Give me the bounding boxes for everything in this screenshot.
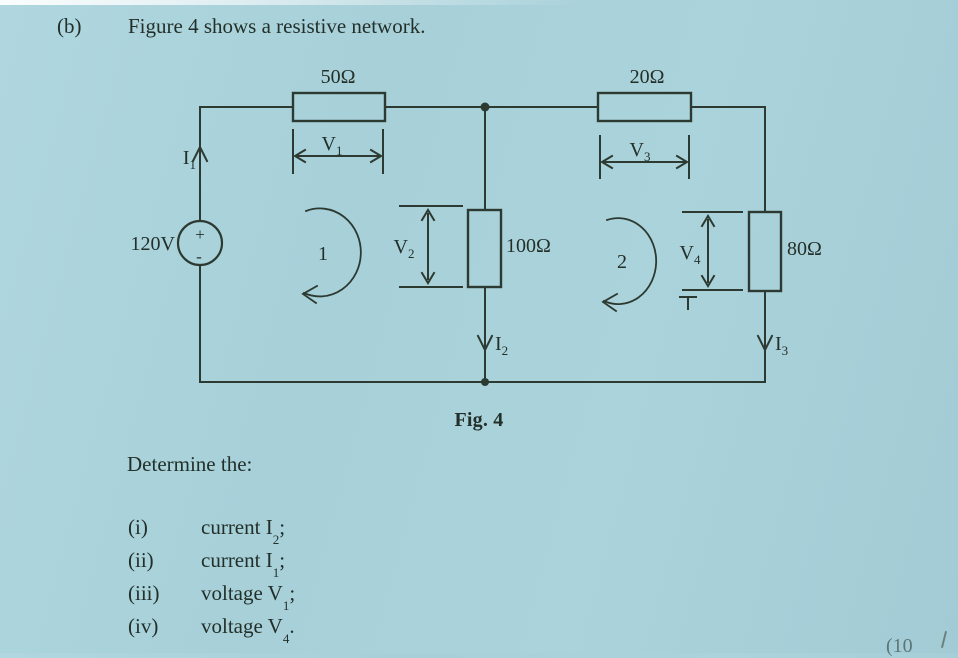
question-row-iii: (iii) voltage V1; <box>128 577 296 614</box>
question-number: (iv) <box>128 614 159 638</box>
mesh-loop-1-label: 1 <box>318 243 328 265</box>
source-minus-sign: - <box>196 247 202 266</box>
resistor-50ohm: 50Ω <box>291 66 387 123</box>
resistor-80ohm: 80Ω <box>747 210 822 293</box>
voltage-source: + - 120V <box>131 219 224 267</box>
mesh-loop-1-arrow: 1 <box>301 207 362 305</box>
question-text: current I2; <box>201 515 286 548</box>
current-i2-label: I2 <box>495 333 508 358</box>
v4-dimension-arrow: V4 <box>679 211 743 310</box>
question-row-iv: (iv) voltage V4. <box>128 610 295 647</box>
source-value-label: 120V <box>131 233 176 255</box>
v1-dimension-arrow: V1 <box>292 129 384 174</box>
current-i1-label: I1 <box>183 147 196 172</box>
determine-heading: Determine the: <box>127 452 253 476</box>
marks-fragment: (10 <box>886 635 913 657</box>
question-text: voltage V1; <box>201 581 296 614</box>
question-row-ii: (ii) current I1; <box>128 544 295 581</box>
resistor-80ohm-label: 80Ω <box>787 238 822 260</box>
part-label: (b) <box>57 14 82 38</box>
resistor-100ohm: 100Ω <box>466 208 551 289</box>
scan-white-edge <box>0 0 620 5</box>
question-row-i: (i) current I2; <box>128 511 295 548</box>
v4-label: V4 <box>680 242 701 267</box>
v4-tick-mark <box>679 296 697 310</box>
v2-label: V2 <box>394 236 415 261</box>
source-plus-sign: + <box>195 225 205 244</box>
question-list: (i) current I2; (ii) current I1; (iii) volt… <box>128 511 296 647</box>
junction-dot-top <box>480 102 490 112</box>
v3-label: V3 <box>630 139 651 164</box>
mesh-loop-2-label: 2 <box>617 251 627 273</box>
junction-dot-bottom <box>481 378 489 386</box>
v3-dimension-arrow: V3 <box>599 135 690 179</box>
question-number: (i) <box>128 515 148 539</box>
question-text: voltage V4. <box>201 614 295 647</box>
v1-label: V1 <box>322 133 343 158</box>
question-number: (iii) <box>128 581 160 605</box>
resistor-50ohm-label: 50Ω <box>321 66 356 88</box>
figure-caption: Fig. 4 <box>454 409 504 431</box>
current-i1-arrow: I1 <box>183 144 209 172</box>
resistor-20ohm-label: 20Ω <box>630 66 665 88</box>
resistor-20ohm: 20Ω <box>596 66 693 123</box>
current-i3-label: I3 <box>775 333 788 358</box>
current-i3-arrow: I3 <box>756 333 788 358</box>
v2-dimension-arrow: V2 <box>394 205 463 288</box>
current-i2-arrow: I2 <box>476 333 508 358</box>
question-intro: Figure 4 shows a resistive network. <box>128 14 426 38</box>
question-number: (ii) <box>128 548 154 572</box>
resistor-100ohm-label: 100Ω <box>506 235 551 257</box>
mesh-loop-2-arrow: 2 <box>601 217 658 313</box>
question-text: current I1; <box>201 548 286 581</box>
